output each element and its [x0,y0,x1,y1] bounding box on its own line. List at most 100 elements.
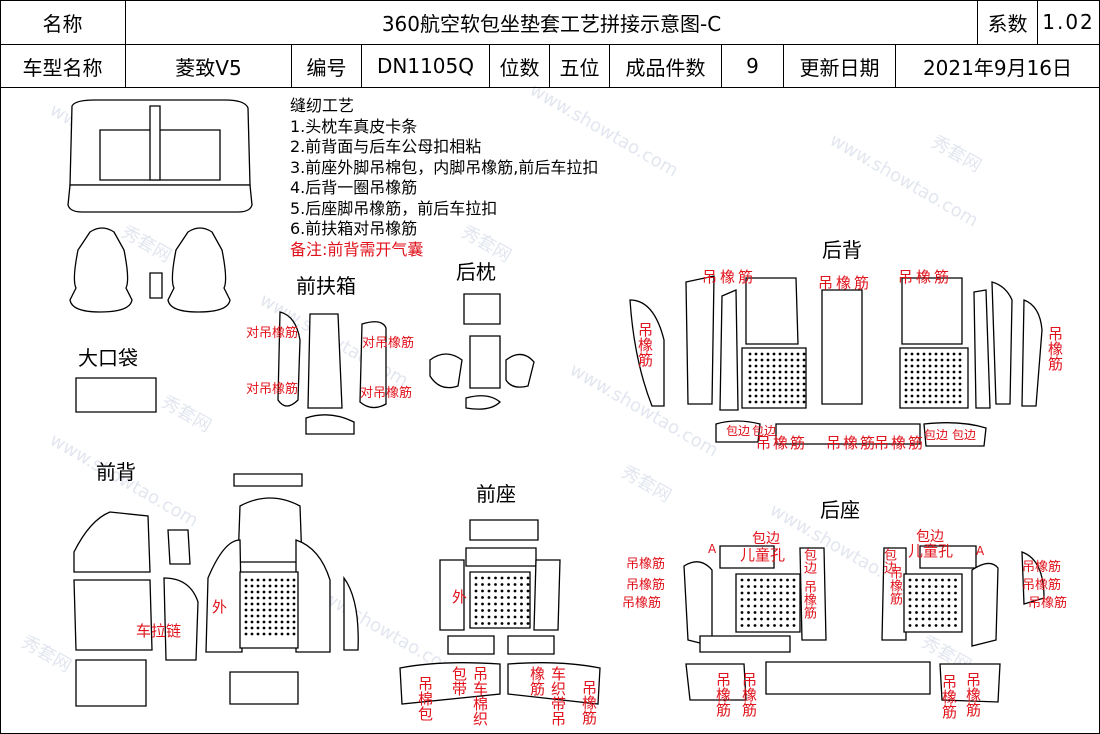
perforation-dot [474,589,478,593]
perforation-dot [928,604,931,608]
perforation-dot [784,394,788,398]
perforation-dot [748,370,752,374]
perforation-dot [513,589,517,593]
section-front-seat: 前座 [476,482,516,506]
perforation-dot [946,376,950,380]
date-value: 2021年9月16日 [896,45,1100,88]
perforation-dot [256,602,260,606]
perforation-dot [928,394,932,398]
label-hang-elastic: 吊橡筋 [626,578,666,593]
perforation-dot [474,583,478,586]
perforation-dot [928,598,931,601]
perforation-dot [494,609,497,612]
perforation-dot [904,394,908,398]
perforation-dot [786,585,789,588]
perforation-dot [507,622,510,625]
perforation-dot [904,370,908,374]
perforation-dot [766,352,770,356]
perforation-dot [292,632,296,636]
label-hang-elastic: 吊橡筋 [714,672,732,717]
perforation-dot [748,352,752,356]
perforation-dot [748,400,752,404]
label-hang-elastic: 吊橡筋 [580,680,598,725]
coef-label: 系数 [978,0,1038,45]
perforation-dot [958,400,962,404]
perforation-dot [766,394,770,398]
perforation-dot [958,382,962,386]
perforation-dot [513,576,517,580]
model-value: 菱致V5 [126,45,292,88]
perforation-dot [946,382,950,386]
label-hang-elastic: 吊橡筋 [1022,578,1062,593]
perforation-dot [934,604,938,608]
perforation-dot [934,352,938,356]
perforation-dot [740,598,744,601]
perforation-dot [921,591,925,595]
perforation-dot [766,376,770,380]
perforation-dot [940,370,944,374]
perforation-dot [934,611,938,614]
label-edge-binding: 包边 [726,424,751,438]
perforation-dot [748,358,752,362]
perforation-dot [779,591,783,595]
perforation-dot [778,376,782,380]
label-hang-elastic: 吊橡筋 [801,580,816,619]
perforation-dot [487,609,491,612]
section-rear-back: 后背 [822,238,862,262]
label-hang-elastic: 吊橡筋 [964,672,982,717]
perforation-dot [747,617,750,621]
perforation-dot [908,624,912,627]
perforation-dot [286,620,290,624]
perforation-dot [934,370,938,374]
perforation-dot [766,370,770,374]
perforation-dot [915,624,918,627]
perforation-dot [268,584,272,588]
perforation-dot [786,611,789,614]
perforation-dot [753,624,757,627]
perforation-dot [934,382,938,386]
perforation-dot [786,624,789,627]
perforation-dot [904,376,908,380]
perforation-dot [494,615,497,619]
perforation-dot [786,604,789,608]
perforation-dot [481,622,484,625]
perforation-dot [910,352,914,356]
perforation-dot [748,376,752,380]
perforation-dot [915,585,918,588]
perforation-dot [928,370,932,374]
label-hang-elastic: 吊橡筋 [818,274,873,292]
perforation-dot [481,602,484,606]
perforation-dot [792,578,796,582]
perforation-dot [790,388,794,392]
perforation-dot [286,626,290,630]
perforation-dot [940,352,944,356]
perforation-dot [958,388,962,392]
label-hang-elastic: 吊橡筋 [626,557,666,572]
perforation-dot [286,614,290,618]
perforation-dot [773,604,776,608]
perforation-dot [244,596,248,600]
perforation-dot [778,382,782,386]
perforation-dot [910,394,914,398]
perforation-dot [934,358,938,362]
perforation-dot [766,364,770,368]
label-hang-elastic: 吊橡筋 [636,322,654,367]
perforation-dot [796,370,800,374]
perforation-dot [940,364,944,368]
perforation-dot [748,394,752,398]
perforation-dot [786,598,789,601]
perforation-dot [796,400,800,404]
perforation-dot [280,584,284,588]
perforation-dot [958,394,962,398]
perforation-dot [928,376,932,380]
perforation-dot [481,609,484,612]
perforation-dot [952,352,956,356]
perforation-dot [796,364,800,368]
perforation-dot [250,626,254,630]
perforation-dot [941,598,944,601]
perforation-dot [784,388,788,392]
perforation-dot [802,388,806,392]
label-hang-elastic: 吊橡筋 [826,434,878,452]
perforation-dot [487,589,491,593]
perforation-dot [772,382,776,386]
